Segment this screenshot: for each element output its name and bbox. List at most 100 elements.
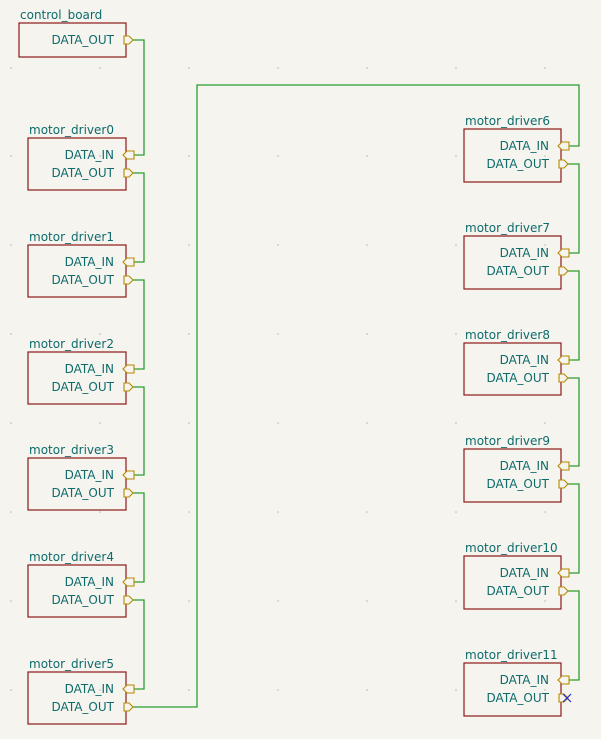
grid-dot	[10, 155, 12, 157]
wire-motor-driver8-to-motor-driver9[interactable]	[568, 377, 580, 467]
input-pin-icon[interactable]	[122, 470, 135, 480]
grid-dot	[544, 244, 546, 246]
no-connect-icon	[562, 693, 572, 703]
pin-label-data-in: DATA_IN	[500, 673, 549, 687]
pin-label-data-out: DATA_OUT	[487, 264, 550, 278]
pin-label-data-in: DATA_IN	[500, 139, 549, 153]
sheet-border[interactable]	[463, 342, 562, 396]
no-connect-layer	[562, 693, 572, 703]
input-pin-icon[interactable]	[122, 577, 135, 587]
sheet-border[interactable]	[463, 662, 562, 717]
sheet-border[interactable]	[27, 244, 127, 298]
sheet-border[interactable]	[463, 555, 562, 610]
output-pin-icon[interactable]	[558, 479, 569, 489]
grid-dot	[10, 600, 12, 602]
output-pin-icon[interactable]	[123, 168, 134, 178]
input-pin-icon[interactable]	[122, 257, 135, 267]
output-pin-icon[interactable]	[123, 35, 134, 45]
pin-label-data-in: DATA_IN	[65, 468, 114, 482]
sheet-border[interactable]	[27, 671, 127, 725]
sheet-name: motor_driver9	[465, 434, 550, 448]
grid-dot	[188, 333, 190, 335]
output-pin-icon[interactable]	[123, 702, 134, 712]
output-pin-icon[interactable]	[558, 159, 569, 169]
wire-motor-driver7-to-motor-driver8[interactable]	[568, 270, 580, 361]
pin-label-data-in: DATA_IN	[65, 682, 114, 696]
input-pin-icon[interactable]	[557, 141, 570, 151]
pin-label-data-in: DATA_IN	[500, 353, 549, 367]
grid-dot	[366, 600, 368, 602]
input-pin-icon[interactable]	[122, 150, 135, 160]
grid-dot	[188, 422, 190, 424]
pin-label-data-in: DATA_IN	[65, 148, 114, 162]
grid-dot	[455, 511, 457, 513]
grid-dot	[544, 689, 546, 691]
grid-dot	[188, 600, 190, 602]
grid-dot	[188, 67, 190, 69]
sheet-name: motor_driver10	[465, 541, 558, 555]
grid-dot	[544, 511, 546, 513]
sheet-border[interactable]	[27, 457, 127, 511]
wire-motor-driver3-to-motor-driver4[interactable]	[133, 492, 145, 583]
wire-motor-driver2-to-motor-driver3[interactable]	[133, 386, 145, 476]
wire-motor-driver0-to-motor-driver1[interactable]	[133, 172, 145, 263]
input-pin-icon[interactable]	[122, 364, 135, 374]
grid-dot	[10, 67, 12, 69]
sheet-border[interactable]	[463, 235, 562, 290]
input-pin-icon[interactable]	[557, 248, 570, 258]
pin-label-data-out: DATA_OUT	[52, 486, 115, 500]
grid-dot	[544, 600, 546, 602]
pin-label-data-out: DATA_OUT	[487, 584, 550, 598]
output-pin-icon[interactable]	[558, 266, 569, 276]
grid-dot	[277, 600, 279, 602]
output-pin-icon[interactable]	[123, 488, 134, 498]
wire-motor-driver9-to-motor-driver10[interactable]	[568, 483, 580, 574]
input-pin-icon[interactable]	[557, 461, 570, 471]
input-pin-icon[interactable]	[557, 568, 570, 578]
wire-motor-driver4-to-motor-driver5[interactable]	[133, 599, 145, 690]
grid-dot	[366, 689, 368, 691]
input-pin-icon[interactable]	[557, 355, 570, 365]
sheet-border[interactable]	[463, 128, 562, 183]
input-pin-icon[interactable]	[557, 675, 570, 685]
grid-dot	[455, 244, 457, 246]
input-pin-icon[interactable]	[122, 684, 135, 694]
output-pin-icon[interactable]	[558, 586, 569, 596]
wire-motor-driver1-to-motor-driver2[interactable]	[133, 279, 145, 370]
grid-dot	[277, 422, 279, 424]
sheet-border[interactable]	[27, 137, 127, 191]
output-pin-icon[interactable]	[123, 595, 134, 605]
sheet-name: motor_driver6	[465, 114, 550, 128]
sheet-name: control_board	[20, 8, 102, 22]
output-pin-icon[interactable]	[558, 373, 569, 383]
wire-motor-driver6-to-motor-driver7[interactable]	[568, 163, 580, 254]
grid-dot	[10, 244, 12, 246]
wire-motor-driver10-to-motor-driver11[interactable]	[568, 590, 580, 681]
grid-dot	[10, 511, 12, 513]
pin-label-data-out: DATA_OUT	[52, 700, 115, 714]
sheet-border[interactable]	[27, 351, 127, 405]
wire-control-board-to-motor-driver0[interactable]	[133, 39, 145, 156]
pin-label-data-out: DATA_OUT	[487, 477, 550, 491]
output-pin-icon[interactable]	[123, 382, 134, 392]
wire-motor-driver5-to-motor-driver6[interactable]	[133, 84, 580, 708]
output-pin-icon[interactable]	[123, 275, 134, 285]
grid-dot	[99, 67, 101, 69]
grid-dot	[366, 422, 368, 424]
sheet-border[interactable]	[463, 448, 562, 503]
grid-dot	[277, 244, 279, 246]
sheet-border[interactable]	[27, 564, 127, 618]
